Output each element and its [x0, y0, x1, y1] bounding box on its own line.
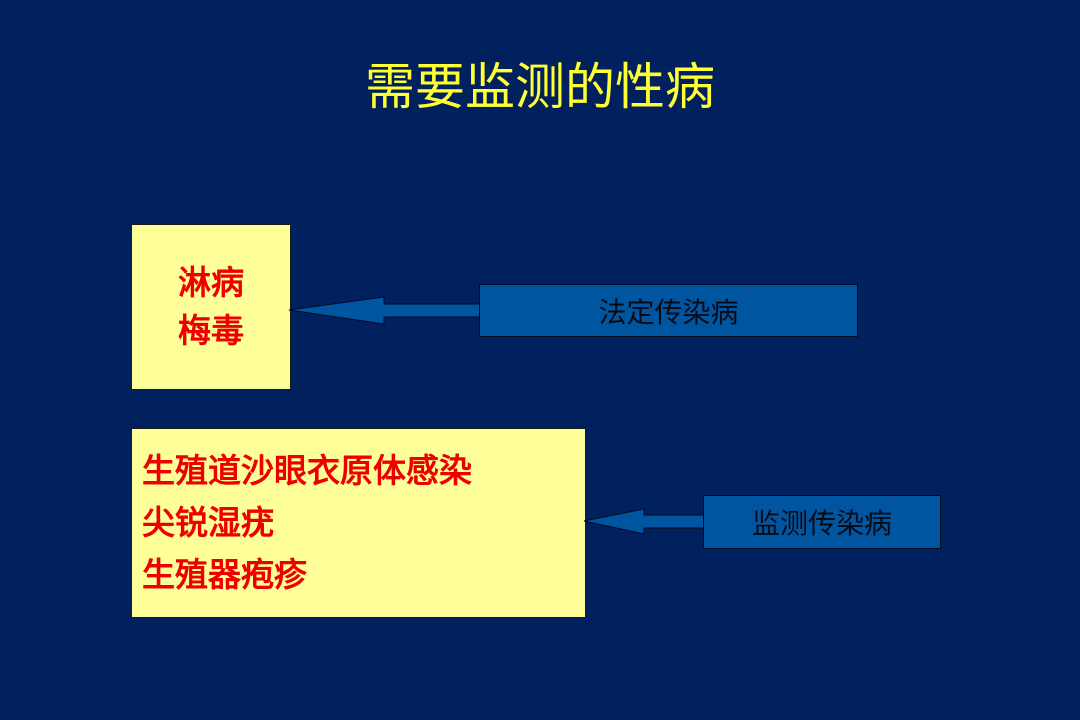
disease-item: 生殖道沙眼衣原体感染 — [142, 451, 472, 490]
disease-item: 尖锐湿疣 — [142, 503, 274, 542]
arrow-left-icon — [288, 296, 481, 325]
arrow-left-icon — [583, 508, 705, 535]
disease-item: 淋病 — [178, 263, 244, 302]
notifiable-disease-box: 淋病 梅毒 — [131, 224, 291, 390]
category-label-surveillance: 监测传染病 — [703, 495, 941, 549]
disease-item: 生殖器疱疹 — [142, 555, 307, 594]
slide-title: 需要监测的性病 — [365, 58, 715, 116]
surveillance-disease-box: 生殖道沙眼衣原体感染 尖锐湿疣 生殖器疱疹 — [131, 428, 586, 618]
category-label-notifiable: 法定传染病 — [479, 284, 858, 337]
disease-item: 梅毒 — [178, 311, 244, 350]
